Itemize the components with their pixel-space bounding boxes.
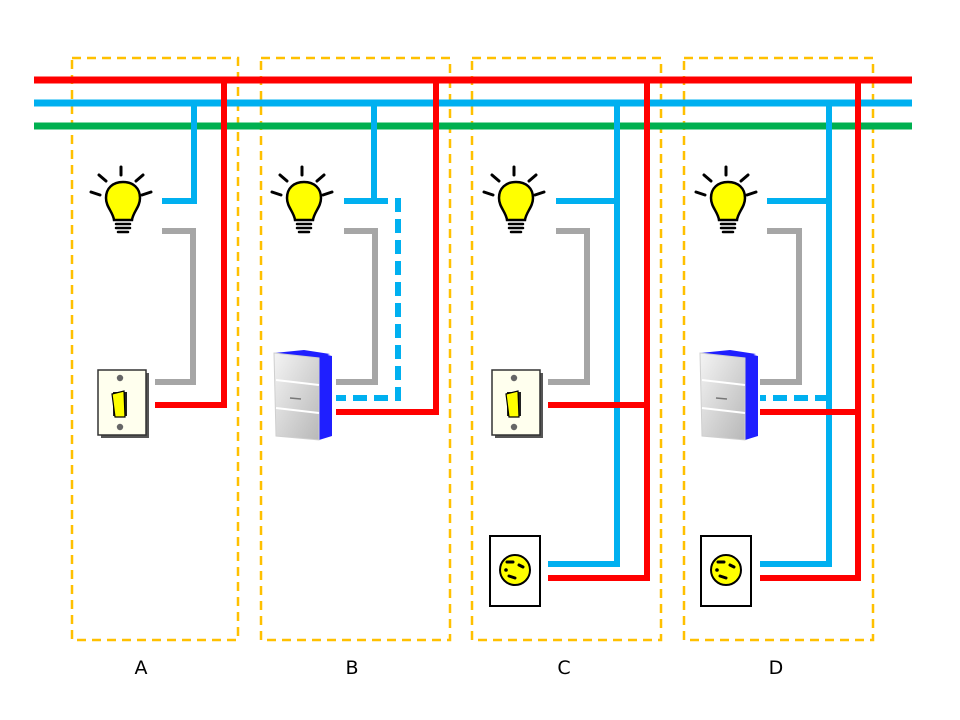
bulb-icon	[270, 165, 334, 234]
panel-label-a: A	[135, 657, 148, 679]
bulb-icon	[694, 165, 758, 234]
neutral-dashed-wire	[336, 198, 401, 401]
wall-switch-icon[interactable]	[273, 350, 332, 441]
neutral-wire	[760, 103, 832, 567]
panel-label-d: D	[769, 657, 784, 679]
switched-wire	[760, 228, 802, 385]
live-wire	[155, 80, 227, 408]
power-outlet-icon[interactable]	[489, 535, 541, 607]
panel-d-border	[682, 56, 875, 642]
live-wire	[548, 80, 650, 581]
panel-c-wiring	[548, 80, 650, 581]
wall-switch-icon[interactable]	[699, 350, 758, 441]
panel-b-border	[259, 56, 452, 642]
bulb-icon	[482, 165, 546, 234]
panel-a-border	[70, 56, 240, 642]
neutral-wire	[548, 103, 620, 567]
toggle-switch-icon[interactable]	[97, 369, 149, 438]
switched-wire	[336, 228, 378, 385]
panel-a-wiring	[155, 80, 227, 408]
panel-c-border	[470, 56, 663, 642]
panel-b-wiring	[336, 80, 439, 415]
neutral-wire	[344, 103, 377, 204]
panel-borders	[70, 56, 875, 642]
neutral-wire	[162, 103, 197, 204]
switched-wire	[548, 228, 590, 385]
switched-wire	[155, 228, 196, 385]
live-wire	[760, 80, 861, 581]
toggle-switch-icon[interactable]	[491, 369, 543, 438]
power-outlet-icon[interactable]	[700, 535, 752, 607]
panel-label-c: C	[557, 657, 570, 679]
bus-lines	[34, 76, 912, 130]
bulb-icon	[89, 165, 153, 234]
panel-label-b: B	[345, 657, 358, 679]
live-wire	[336, 80, 439, 415]
panel-d-wiring	[760, 80, 861, 581]
